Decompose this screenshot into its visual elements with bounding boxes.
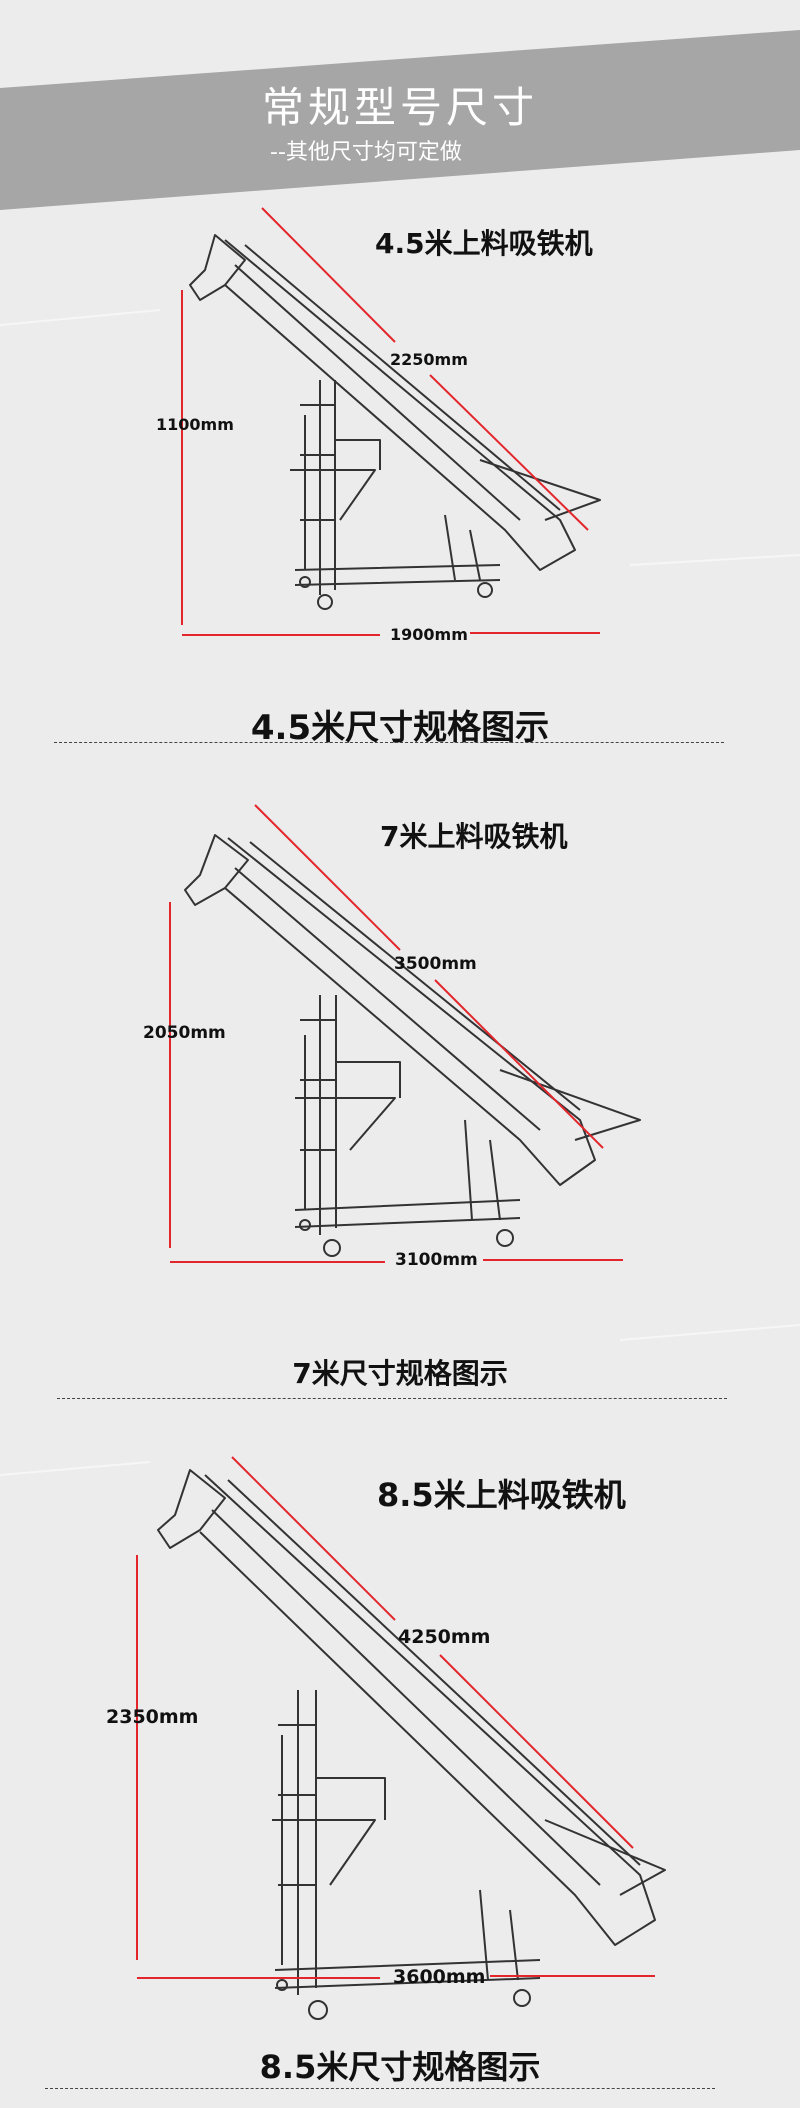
page-title: 常规型号尺寸 (261, 83, 538, 132)
model-name: 4.5米上料吸铁机 (375, 227, 593, 260)
spec-section-4-5m: 4.5米上料吸铁机 2250mm 1100mm 1900mm 4.5米尺寸规格图… (0, 190, 800, 750)
length-dimension: 4250mm (398, 1626, 491, 1648)
model-name: 7米上料吸铁机 (380, 820, 568, 853)
width-dimension: 3100mm (395, 1250, 478, 1270)
length-dimension: 3500mm (394, 954, 477, 974)
model-name: 8.5米上料吸铁机 (377, 1476, 626, 1514)
section-caption: 4.5米尺寸规格图示 (250, 708, 550, 748)
width-dimension: 3600mm (393, 1966, 486, 1988)
width-dimension: 1900mm (390, 625, 468, 644)
height-dimension: 2350mm (106, 1706, 199, 1728)
height-dimension: 2050mm (143, 1023, 226, 1043)
section-caption: 7米尺寸规格图示 (292, 1357, 508, 1390)
spec-section-7m: 7米上料吸铁机 3500mm 2050mm 3100mm 7米尺寸规格图示 (0, 780, 800, 1410)
section-divider (57, 1398, 727, 1399)
machine-drawing (0, 1456, 666, 2020)
height-dimension: 1100mm (156, 415, 234, 434)
section-divider (45, 2088, 715, 2089)
length-dimension: 2250mm (390, 350, 468, 369)
section-caption: 8.5米尺寸规格图示 (259, 2048, 541, 2086)
header-banner: 常规型号尺寸 --其他尺寸均可定做 (0, 0, 800, 321)
machine-drawing (169, 804, 800, 1341)
section-divider (54, 742, 724, 743)
spec-section-8-5m: 8.5米上料吸铁机 4250mm 2350mm 3600mm 8.5米尺寸规格图… (0, 1440, 800, 2108)
page-subtitle: --其他尺寸均可定做 (270, 140, 462, 165)
machine-drawing (0, 207, 800, 636)
